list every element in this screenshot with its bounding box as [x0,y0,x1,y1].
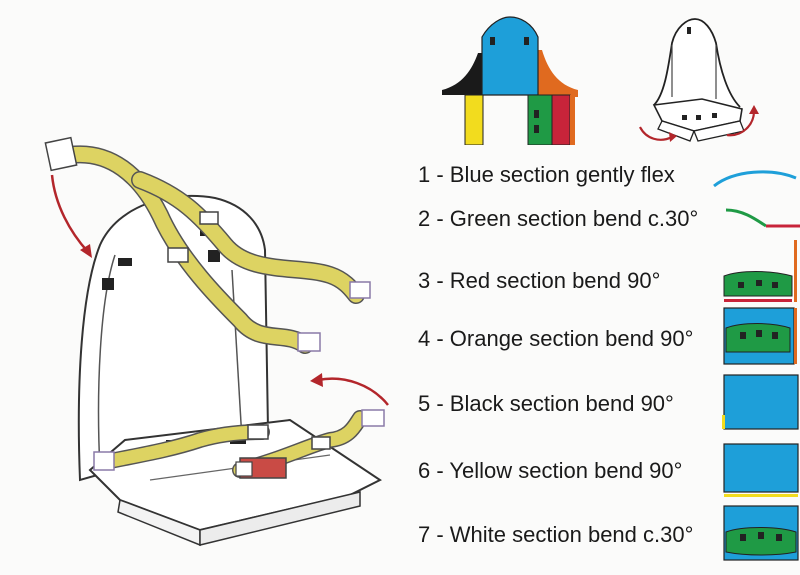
template-green-section [528,95,552,145]
arrow-head-icon [310,373,323,387]
cam-lock-plate [236,462,252,476]
template-black-section [442,53,485,95]
instruction-step-2: 2 - Green section bend c.30° [418,200,798,240]
flat-template-diagram [440,15,590,145]
arrow-head-icon [749,105,759,114]
instruction-step-6: 6 - Yellow section bend 90° [418,452,798,492]
instruction-step-7: 7 - White section bend c.30° [418,516,798,556]
template-blue-section [482,17,538,95]
yellow-bend-swatch [720,442,800,500]
template-slot [696,115,701,120]
strap-end-fitting [350,282,370,298]
rotate-arrow-icon [52,175,88,252]
instruction-step-1: 1 - Blue section gently flex [418,156,798,196]
step-label: 3 - Red section bend 90° [418,268,660,294]
instruction-step-4: 4 - Orange section bend 90° [418,320,798,360]
instruction-step-3: 3 - Red section bend 90° [418,262,798,302]
strap-end-fitting [45,138,76,171]
blue-flex-curve-icon [712,164,798,192]
folded-template-diagram [632,15,798,150]
folded-back-outline [654,19,740,107]
seat-harness-illustration [0,0,420,575]
step-label: 4 - Orange section bend 90° [418,326,693,352]
template-yellow-section [465,95,483,145]
step-label: 7 - White section bend c.30° [418,522,693,548]
strap-end-fitting [362,410,384,426]
template-slot [524,37,529,45]
template-slot [682,115,687,120]
strap-buckle [168,248,188,262]
step-label: 2 - Green section bend c.30° [418,206,698,232]
strap-end-fitting [298,333,320,351]
strap-buckle [200,212,218,224]
red-bend-swatch [720,240,800,306]
harness-slot [118,258,132,266]
template-slot [490,37,495,45]
strap-buckle [248,425,268,439]
instruction-step-5: 5 - Black section bend 90° [418,385,798,425]
template-orange-section [535,50,578,97]
harness-slot [208,250,220,262]
orange-bend-swatch [720,306,800,368]
rotate-arrow-icon [318,379,388,405]
strap-end-fitting [94,452,114,470]
black-bend-swatch [720,373,800,435]
strap-buckle [312,437,330,449]
step-label: 5 - Black section bend 90° [418,391,674,417]
template-slot [534,110,539,118]
green-bend-icon [724,204,800,234]
template-slot [534,125,539,133]
template-orange-strip [570,95,575,145]
template-slot [712,113,717,118]
template-slot [687,27,691,34]
step-label: 6 - Yellow section bend 90° [418,458,682,484]
white-bend-swatch [720,504,800,564]
step-label: 1 - Blue section gently flex [418,162,675,188]
template-red-section [552,95,570,145]
harness-slot [102,278,114,290]
